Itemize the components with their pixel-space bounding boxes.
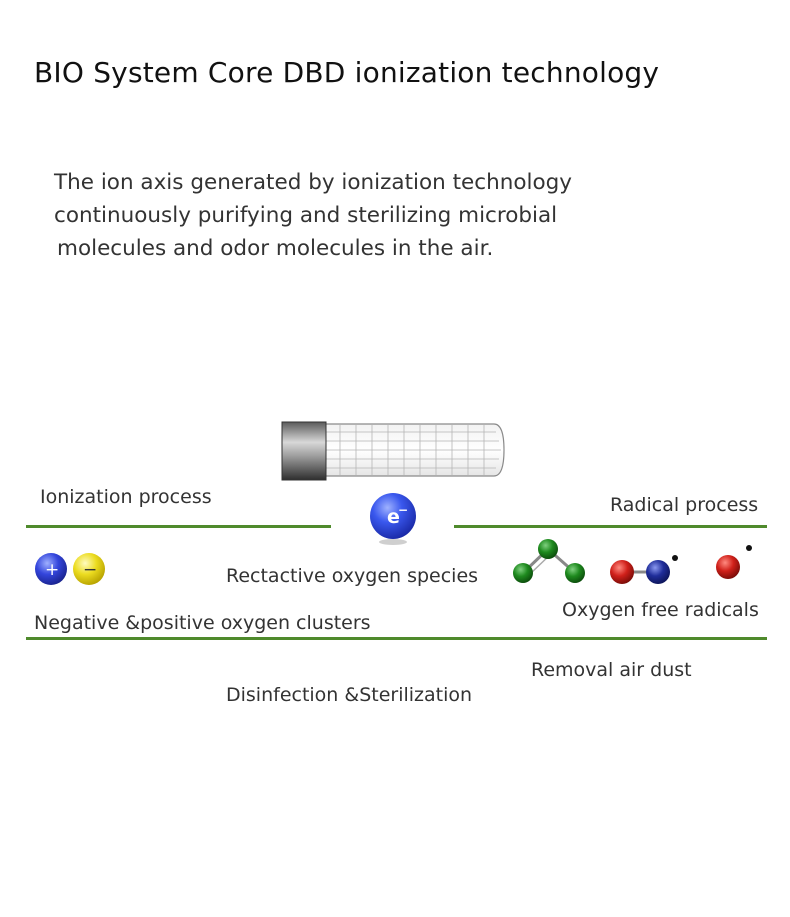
intro-line-3: molecules and odor molecules in the air. — [57, 236, 494, 261]
page-title: BIO System Core DBD ionization technolog… — [34, 56, 660, 89]
oxygen-free-radicals-label: Oxygen free radicals — [562, 599, 759, 621]
radical-process-label: Radical process — [610, 494, 759, 516]
reactive-oxygen-species-label: Rectactive oxygen species — [226, 565, 479, 587]
green-molecule-icon — [513, 539, 585, 583]
ionization-process-label: Ionization process — [40, 486, 212, 508]
positive-ion-symbol: + — [45, 560, 59, 580]
oxygen-radical-icon — [716, 545, 752, 579]
radical-divider — [454, 525, 767, 528]
bottom-divider — [26, 637, 767, 640]
hydroxyl-radical-icon — [610, 555, 678, 584]
removal-air-dust-label: Removal air dust — [531, 659, 692, 681]
intro-line-2: continuously purifying and sterilizing m… — [54, 203, 558, 228]
intro-text: The ion axis generated by ionization tec… — [54, 166, 674, 265]
disinfection-label: Disinfection &Sterilization — [226, 684, 473, 706]
electron-icon: e − — [370, 493, 416, 545]
electron-charge: − — [398, 503, 408, 517]
oxygen-cluster-icon: + − — [35, 553, 105, 585]
ionization-tube-illustration — [281, 421, 505, 481]
oxygen-clusters-label: Negative &positive oxygen clusters — [34, 612, 371, 634]
electron-symbol: e — [387, 506, 400, 528]
ionization-divider — [26, 525, 331, 528]
negative-ion-symbol: − — [83, 560, 97, 580]
intro-line-1: The ion axis generated by ionization tec… — [54, 170, 572, 195]
